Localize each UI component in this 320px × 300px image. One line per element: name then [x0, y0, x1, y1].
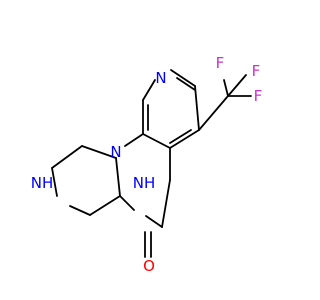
bond	[142, 79, 156, 101]
bond	[89, 195, 121, 216]
molecule-structure-diagram: N N NH NH O F F F	[31, 54, 263, 275]
bond	[51, 167, 58, 197]
bond	[169, 129, 192, 144]
carbonyl-oxygen-label: O	[143, 257, 155, 275]
atom-labels: N N NH NH O F F F	[31, 54, 263, 275]
fluorine-label: F	[252, 62, 261, 80]
bond	[227, 74, 247, 97]
bond	[119, 195, 135, 211]
fluorine-label: F	[216, 54, 225, 72]
bond	[223, 79, 229, 97]
bond	[170, 69, 196, 87]
bond	[115, 157, 121, 197]
amine-nh-label: NH	[31, 174, 54, 192]
ring-nitrogen-label: N	[155, 69, 166, 87]
bond	[142, 133, 171, 149]
bond	[145, 215, 163, 228]
bond	[69, 205, 91, 216]
bond	[194, 85, 200, 131]
bond	[81, 145, 117, 159]
bridgehead-nitrogen-label: N	[110, 143, 121, 161]
bond	[169, 129, 200, 149]
bond	[51, 145, 83, 169]
bond	[198, 95, 229, 131]
fluorine-label: F	[254, 87, 263, 105]
amide-nh-label: NH	[133, 174, 156, 192]
bonds	[51, 69, 252, 258]
bond	[176, 77, 196, 91]
bond	[124, 133, 144, 147]
bond	[161, 179, 171, 228]
